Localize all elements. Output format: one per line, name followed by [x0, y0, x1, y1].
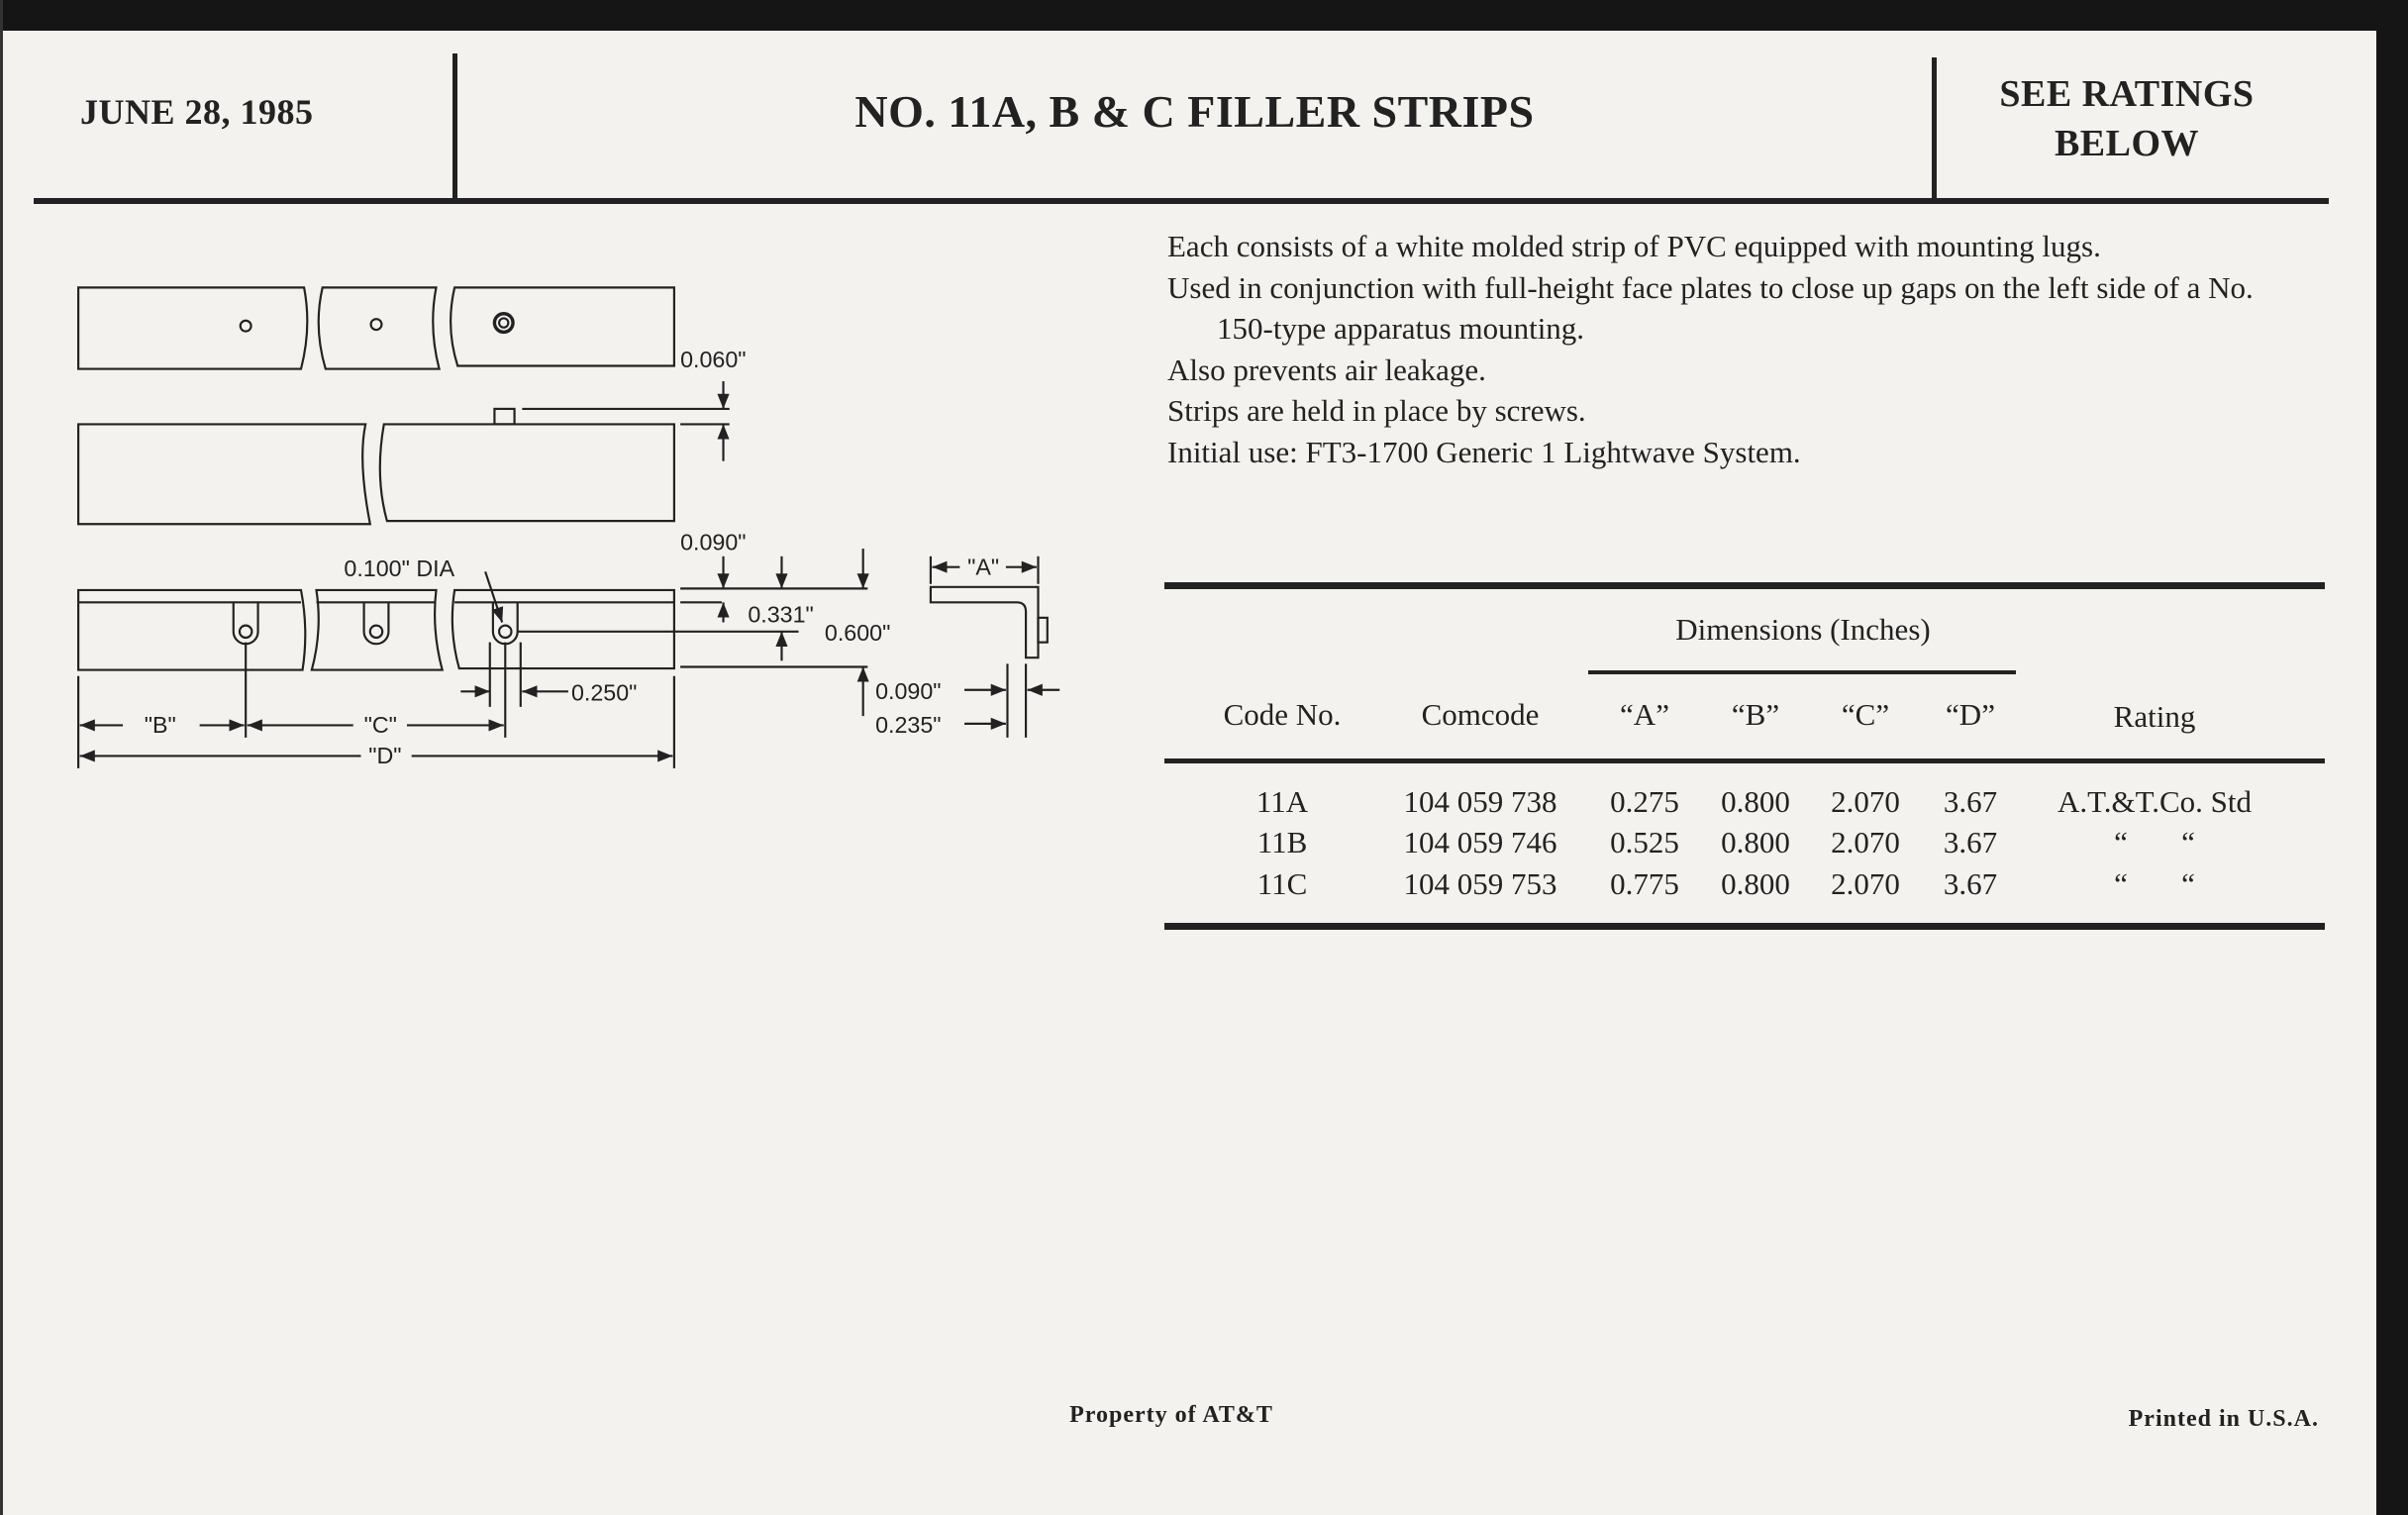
cell-comcode: 104 059 746 — [1403, 825, 1557, 859]
cell-b: 0.800 — [1721, 784, 1790, 819]
dim-0090-side-label: 0.090" — [875, 678, 941, 704]
cell-comcode: 104 059 753 — [1403, 866, 1557, 901]
cell-a: 0.275 — [1610, 784, 1679, 819]
cell-a: 0.525 — [1610, 825, 1679, 859]
dimensions-group-header: Dimensions (Inches) — [1675, 612, 1931, 647]
ratings-note: SEE RATINGS BELOW — [1939, 69, 2315, 168]
scan-border-top — [0, 0, 2408, 31]
dim-0250-label: 0.250" — [571, 680, 637, 706]
description-line: Strips are held in place by screws. — [1167, 393, 1586, 428]
dim-0235-label: 0.235" — [875, 712, 941, 738]
column-header-code: Code No. — [1223, 697, 1342, 732]
strip-side-profile — [929, 556, 1060, 738]
header-divider-right — [1932, 57, 1937, 198]
ratings-note-line2: BELOW — [2054, 123, 2200, 164]
cell-b: 0.800 — [1721, 825, 1790, 859]
strip-front-view — [77, 380, 730, 526]
cell-b: 0.800 — [1721, 866, 1790, 901]
column-header-c: “C” — [1841, 697, 1890, 732]
strip-bottom-view — [77, 549, 869, 768]
cell-comcode: 104 059 738 — [1403, 784, 1557, 819]
strip-top-view — [77, 286, 675, 370]
header-rule — [34, 198, 2329, 204]
dim-0060-label: 0.060" — [680, 347, 746, 372]
column-header-comcode: Comcode — [1421, 697, 1540, 732]
cell-d: 3.67 — [1943, 784, 1998, 819]
scan-border-right — [2376, 0, 2408, 1515]
dim-d-label: "D" — [368, 743, 401, 768]
cell-c: 2.070 — [1831, 784, 1900, 819]
column-header-d: “D” — [1946, 697, 1995, 732]
cell-code: 11C — [1256, 866, 1308, 901]
table-header-rule — [1164, 758, 2325, 763]
issue-date: JUNE 28, 1985 — [80, 92, 314, 132]
footer-property: Property of AT&T — [1069, 1402, 1273, 1428]
page-title: NO. 11A, B & C FILLER STRIPS — [854, 86, 1535, 137]
dim-0600-label: 0.600" — [825, 620, 890, 646]
dim-b-label: "B" — [145, 712, 176, 738]
cell-d: 3.67 — [1943, 866, 1998, 901]
dimensions-underline — [1588, 670, 2016, 674]
scan-border-left — [0, 0, 3, 1515]
cell-a: 0.775 — [1610, 866, 1679, 901]
description-line: Used in conjunction with full-height fac… — [1167, 269, 2254, 347]
footer-printed: Printed in U.S.A. — [2128, 1406, 2319, 1432]
ratings-note-line1: SEE RATINGS — [1999, 73, 2255, 115]
dim-0090-top-label: 0.090" — [680, 530, 746, 556]
column-header-rating: Rating — [2113, 699, 2196, 734]
dim-c-label: "C" — [364, 712, 397, 738]
cell-rating: “ “ — [2114, 866, 2195, 901]
description: Each consists of a white molded strip of… — [1167, 226, 2286, 472]
dim-hole-diameter-label: 0.100" DIA — [344, 556, 454, 581]
description-line: Also prevents air leakage. — [1167, 352, 1486, 387]
cell-d: 3.67 — [1943, 825, 1998, 859]
cell-code: 11B — [1256, 825, 1308, 859]
cell-rating: A.T.&T.Co. Std — [2057, 784, 2253, 819]
table-bottom-rule — [1164, 923, 2325, 930]
header-divider-left — [452, 53, 457, 198]
description-line: Initial use: FT3-1700 Generic 1 Lightwav… — [1167, 434, 1801, 469]
column-header-a: “A” — [1620, 697, 1669, 732]
dim-a-label: "A" — [967, 554, 999, 579]
table-top-rule — [1164, 582, 2325, 589]
column-header-b: “B” — [1731, 697, 1780, 732]
cell-code: 11A — [1255, 784, 1309, 819]
cell-c: 2.070 — [1831, 866, 1900, 901]
cell-rating: “ “ — [2114, 825, 2195, 859]
dim-0331-label: 0.331" — [748, 602, 813, 628]
description-line: Each consists of a white molded strip of… — [1167, 229, 2101, 263]
cell-c: 2.070 — [1831, 825, 1900, 859]
